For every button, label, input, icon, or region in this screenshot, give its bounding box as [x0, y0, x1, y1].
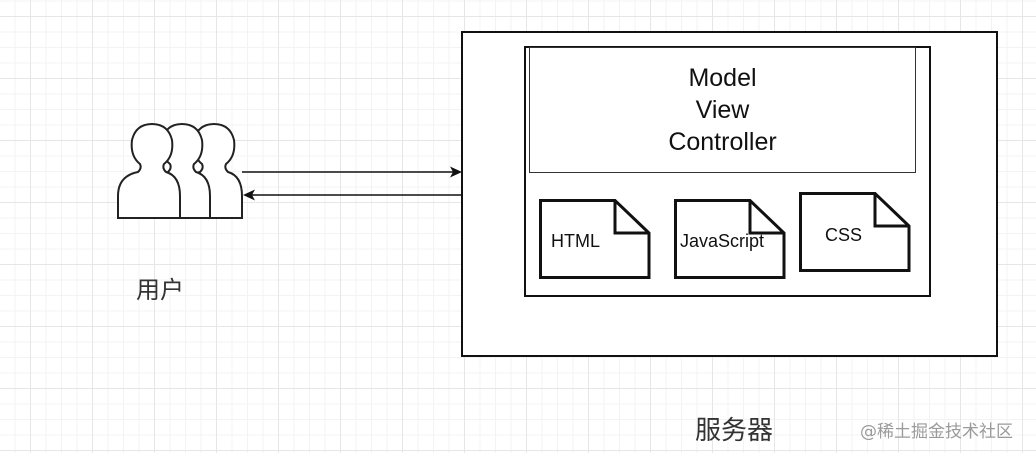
- document-icon: [799, 192, 911, 272]
- response-arrow: [243, 189, 461, 201]
- user-label: 用户: [136, 276, 184, 304]
- users-icon: [117, 122, 243, 219]
- javascript-label: JavaScript: [680, 231, 765, 251]
- request-response-arrows: [242, 166, 462, 201]
- watermark: @稀土掘金技术社区: [860, 422, 1013, 442]
- mvc-controller-label: Controller: [668, 128, 777, 156]
- mvc-box: Model View Controller: [529, 47, 916, 173]
- javascript-document: JavaScript: [674, 199, 786, 279]
- html-document: HTML: [539, 199, 651, 279]
- request-arrow: [242, 166, 462, 178]
- document-icon: [674, 199, 786, 279]
- document-icon: [539, 199, 651, 279]
- css-document: CSS: [799, 192, 911, 272]
- mvc-model-label: Model: [688, 64, 757, 92]
- mvc-view-label: View: [695, 96, 750, 124]
- server-label: 服务器: [695, 416, 774, 446]
- html-label: HTML: [551, 231, 600, 251]
- css-label: CSS: [825, 225, 863, 245]
